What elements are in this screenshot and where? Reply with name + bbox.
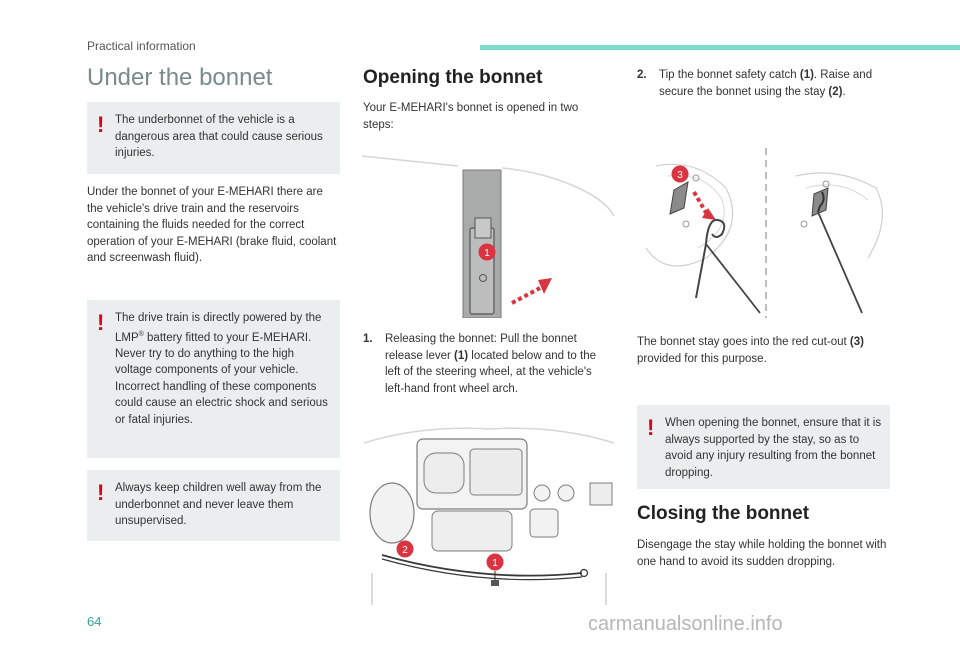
step-2-text-b: . Raise and secure the bonnet using the …	[659, 69, 873, 98]
step-1-text-a: Releasing the bonnet: Pull the bonnet re…	[385, 333, 577, 362]
warning-box-children: ! Always keep children well away from th…	[87, 470, 340, 541]
watermark: carmanualsonline.info	[588, 613, 783, 635]
page-number: 64	[87, 614, 102, 629]
closing-bonnet-heading: Closing the bonnet	[637, 503, 810, 524]
callout-label: 2	[402, 545, 408, 556]
engine-bay-illustration: 2 1	[363, 427, 615, 605]
warning-icon: !	[97, 480, 105, 505]
registered-mark: ®	[138, 330, 144, 338]
step-2-text-a: Tip the bonnet safety catch	[659, 69, 800, 81]
under-bonnet-description: Under the bonnet of your E-MEHARI there …	[87, 186, 337, 264]
callout-marker-1	[486, 553, 504, 571]
closing-description: Disengage the stay while holding the bon…	[637, 539, 887, 568]
stay-ref: (3)	[849, 336, 864, 348]
opening-bonnet-heading: Opening the bonnet	[363, 67, 543, 88]
warning-box-drive-train: ! The drive train is directly powered by…	[87, 300, 340, 458]
step-1-text-b: located below and to the left of the ste…	[385, 349, 596, 395]
step-1-ref: (1)	[454, 349, 469, 362]
page-title: Under the bonnet	[87, 64, 273, 91]
warning-icon: !	[647, 415, 655, 440]
section-label: Practical information	[87, 39, 196, 53]
warning-box-danger-area: ! The underbonnet of the vehicle is a da…	[87, 102, 340, 174]
header-accent-bar	[480, 45, 960, 50]
warning-icon: !	[97, 112, 105, 137]
warning-box-stay-support: ! When opening the bonnet, ensure that i…	[637, 405, 890, 489]
warning-text: Always keep children well away from the …	[115, 482, 322, 527]
stay-text-a: The bonnet stay goes into the red cut-ou…	[637, 336, 850, 348]
callout-marker-1	[478, 243, 496, 261]
release-lever-illustration: 1	[362, 155, 615, 318]
warning-text: The underbonnet of the vehicle is a dang…	[115, 114, 323, 159]
stay-text-b: provided for this purpose.	[637, 352, 767, 365]
warning-text-b: battery fitted to your E-MEHARI. Never t…	[115, 331, 328, 426]
step-1: 1. Releasing the bonnet: Pull the bonnet…	[363, 331, 613, 397]
callout-marker-2	[396, 540, 414, 558]
step-2-ref-1: (1)	[799, 69, 814, 81]
step-number: 1.	[363, 333, 373, 345]
step-2: 2. Tip the bonnet safety catch (1). Rais…	[637, 67, 892, 100]
step-2-ref-2: (2)	[828, 85, 843, 98]
warning-text: When opening the bonnet, ensure that it …	[665, 417, 882, 479]
warning-text-a: The drive train is directly powered by t…	[115, 312, 322, 344]
stay-description: The bonnet stay goes into the red cut-ou…	[637, 334, 892, 367]
step-2-text-c: .	[842, 85, 846, 98]
warning-icon: !	[97, 310, 105, 335]
opening-intro: Your E-MEHARI's bonnet is opened in two …	[363, 102, 579, 131]
callout-label: 3	[677, 170, 683, 181]
callout-marker-3	[671, 165, 689, 183]
step-number: 2.	[637, 69, 647, 81]
callout-label: 1	[492, 558, 498, 569]
callout-label: 1	[484, 248, 490, 259]
bonnet-stay-illustration: 3	[645, 148, 883, 318]
